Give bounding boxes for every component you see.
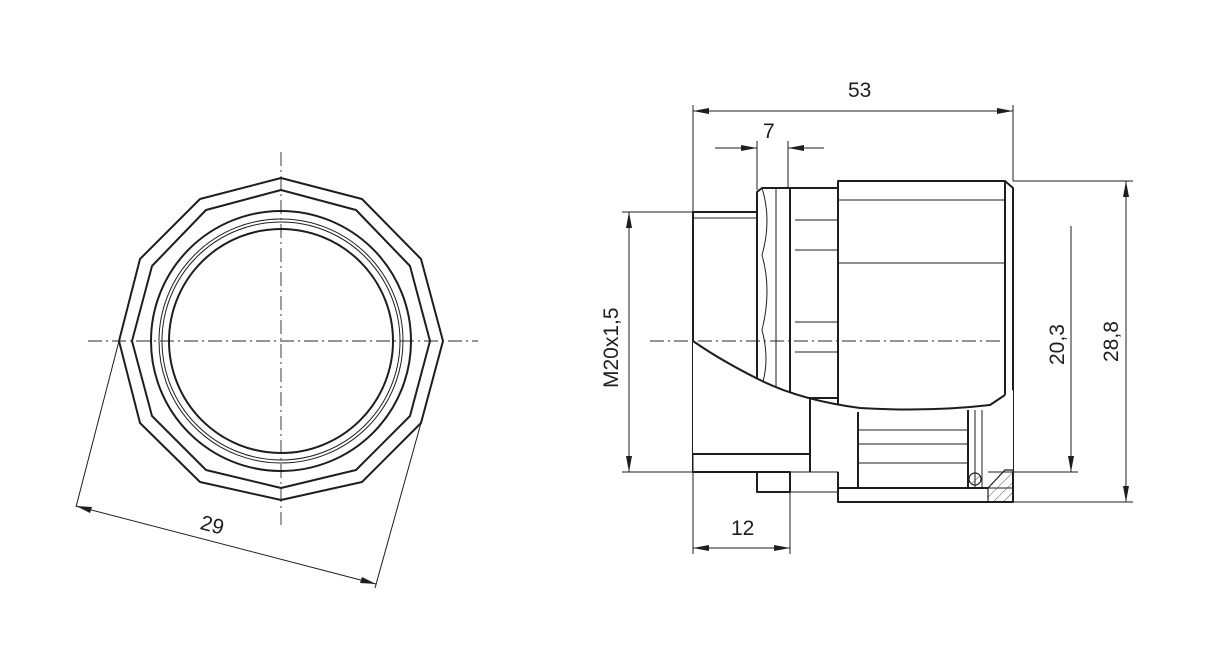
dim-28-arrow-top [1123,181,1129,197]
front-view: 29 [75,152,478,589]
dim-53-arrow-right [997,108,1013,114]
dim-12-arrow-left [693,545,709,551]
side-view: 53 7 M20x1,5 12 20,3 28,8 [600,79,1133,554]
dim-12-arrow-right [774,545,790,551]
dim-7-label: 7 [763,120,775,143]
dim-thread-arrow-bottom [626,456,632,472]
dim-thread-label: M20x1,5 [600,307,623,388]
bore-circle [168,228,394,454]
dim-29-extension-left [75,340,120,508]
outer-ring-circle [150,210,412,472]
cap-lip-hatch [987,469,1014,503]
section-break-fill [693,341,1013,472]
dim-53-label: 53 [848,79,871,102]
dim-28-label: 28,8 [1100,321,1123,362]
locknut-polygon [131,189,431,489]
cap-section-hatch [837,487,1014,503]
dim-20-arrow-bottom [1068,456,1074,472]
dim-29-arrow-right [360,577,376,584]
dim-20-label: 20,3 [1046,324,1069,365]
o-ring-section [968,472,982,486]
dim-53-arrow-left [693,108,709,114]
section-break-line [692,340,1006,411]
dim-29-arrow-left [76,506,92,513]
locknut-body [756,187,791,399]
locknut-section-hatch [756,471,791,493]
dim-7-arrow-left [741,145,757,151]
dim-28-arrow-bottom [1123,486,1129,502]
locknut-profile-curve [761,187,768,386]
dim-29-label: 29 [198,511,226,539]
seal-ring-outer [158,218,404,464]
body-wall-hatch [789,471,839,493]
dim-12-label: 12 [731,517,754,540]
dim-7-arrow-right [788,145,804,151]
dim-29-extension-right [374,422,422,589]
dim-29-line [75,505,377,585]
dim-thread-arrow-top [626,212,632,228]
seal-ring-inner [161,221,401,461]
cap-nut-dodecagon [118,177,444,501]
